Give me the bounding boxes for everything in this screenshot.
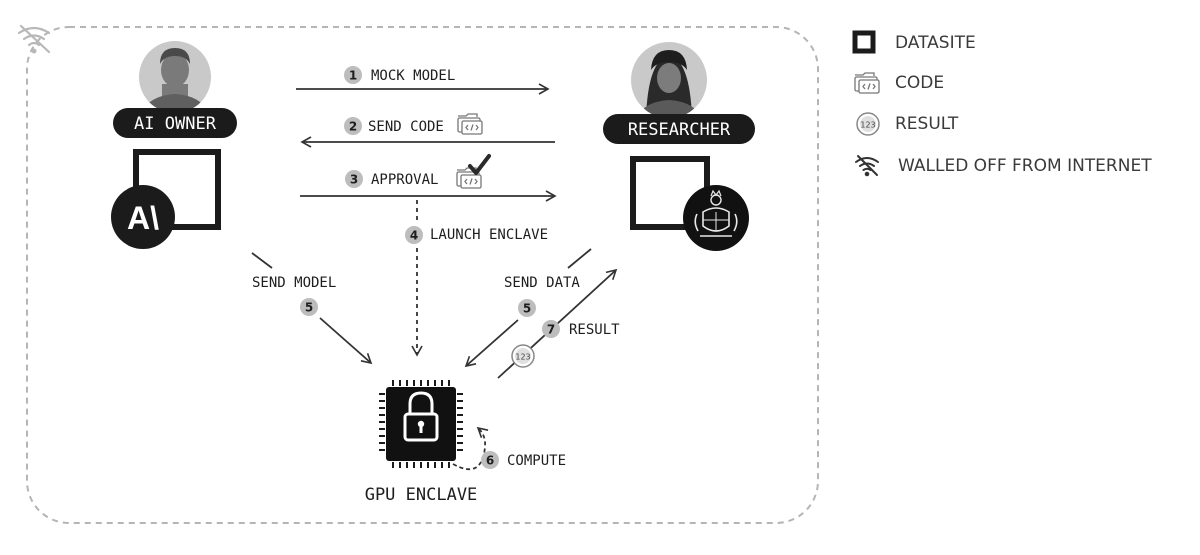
no-wifi-icon: [17, 24, 51, 54]
legend-no-wifi-icon: [855, 155, 879, 177]
approval-code-icon: [456, 167, 482, 189]
arrow-send-data-top: [567, 248, 592, 269]
step-7-badge: [542, 320, 560, 338]
owner-label: AI OWNER: [134, 114, 217, 134]
legend-code-icon: [854, 72, 880, 94]
legend-datasite: DATASITE: [895, 33, 976, 53]
step-7-label: RESULT: [569, 322, 620, 338]
anthropic-logo: [111, 185, 175, 249]
padlock-icon: [403, 391, 439, 442]
step-5b-badge: [518, 299, 536, 317]
gpu-enclave-label: GPU ENCLAVE: [365, 485, 478, 505]
crest-icon: [683, 185, 749, 251]
step-4-number: 4: [410, 229, 418, 243]
step-3-badge: [345, 170, 363, 188]
arrow-send-data: [464, 319, 519, 368]
send-data-label: SEND DATA: [504, 275, 580, 291]
step-5a-badge: [300, 298, 318, 316]
step-2-number: 2: [349, 120, 357, 134]
researcher-avatar: [631, 42, 707, 118]
legend-result: RESULT: [895, 114, 959, 134]
legend-walled: WALLED OFF FROM INTERNET: [898, 156, 1152, 176]
step-1-number: 1: [349, 69, 357, 83]
step-5b-number: 5: [523, 302, 531, 316]
researcher-label: RESEARCHER: [628, 120, 731, 140]
step-2-badge: [344, 117, 362, 135]
legend-code: CODE: [895, 73, 944, 93]
anthropic-logo-text: A\: [127, 200, 159, 236]
owner-avatar: [139, 41, 211, 113]
step-1-label: MOCK MODEL: [371, 68, 455, 84]
step-4-badge: [405, 226, 423, 244]
step-2-label: SEND CODE: [368, 119, 444, 135]
walled-boundary: [26, 26, 819, 524]
code-folder-icon: [457, 113, 483, 135]
step-3-label: APPROVAL: [371, 172, 438, 188]
datasite-icon: [852, 30, 876, 54]
checkmark-icon: [468, 154, 491, 175]
step-6-badge: [481, 451, 499, 469]
legend-result-icon-text: 123: [860, 121, 875, 130]
step-4-label: LAUNCH ENCLAVE: [430, 227, 548, 243]
researcher-label-pill: [603, 114, 755, 144]
arrow-compute: [452, 426, 489, 471]
send-model-label: SEND MODEL: [252, 275, 336, 291]
step-3-number: 3: [350, 173, 358, 187]
legend: DATASITE CODE 123 RESULT WALLED OFF FROM…: [852, 30, 1152, 177]
arrow-send-model-top: [251, 252, 273, 269]
step-7-number: 7: [547, 323, 555, 337]
step-5a-number: 5: [305, 301, 313, 315]
result-badge-text: 123: [515, 353, 530, 362]
step-6-label: COMPUTE: [507, 453, 566, 469]
owner-label-pill: [113, 108, 237, 138]
step-1-badge: [344, 66, 362, 84]
step-6-number: 6: [486, 454, 494, 468]
arrow-send-model: [319, 317, 373, 365]
